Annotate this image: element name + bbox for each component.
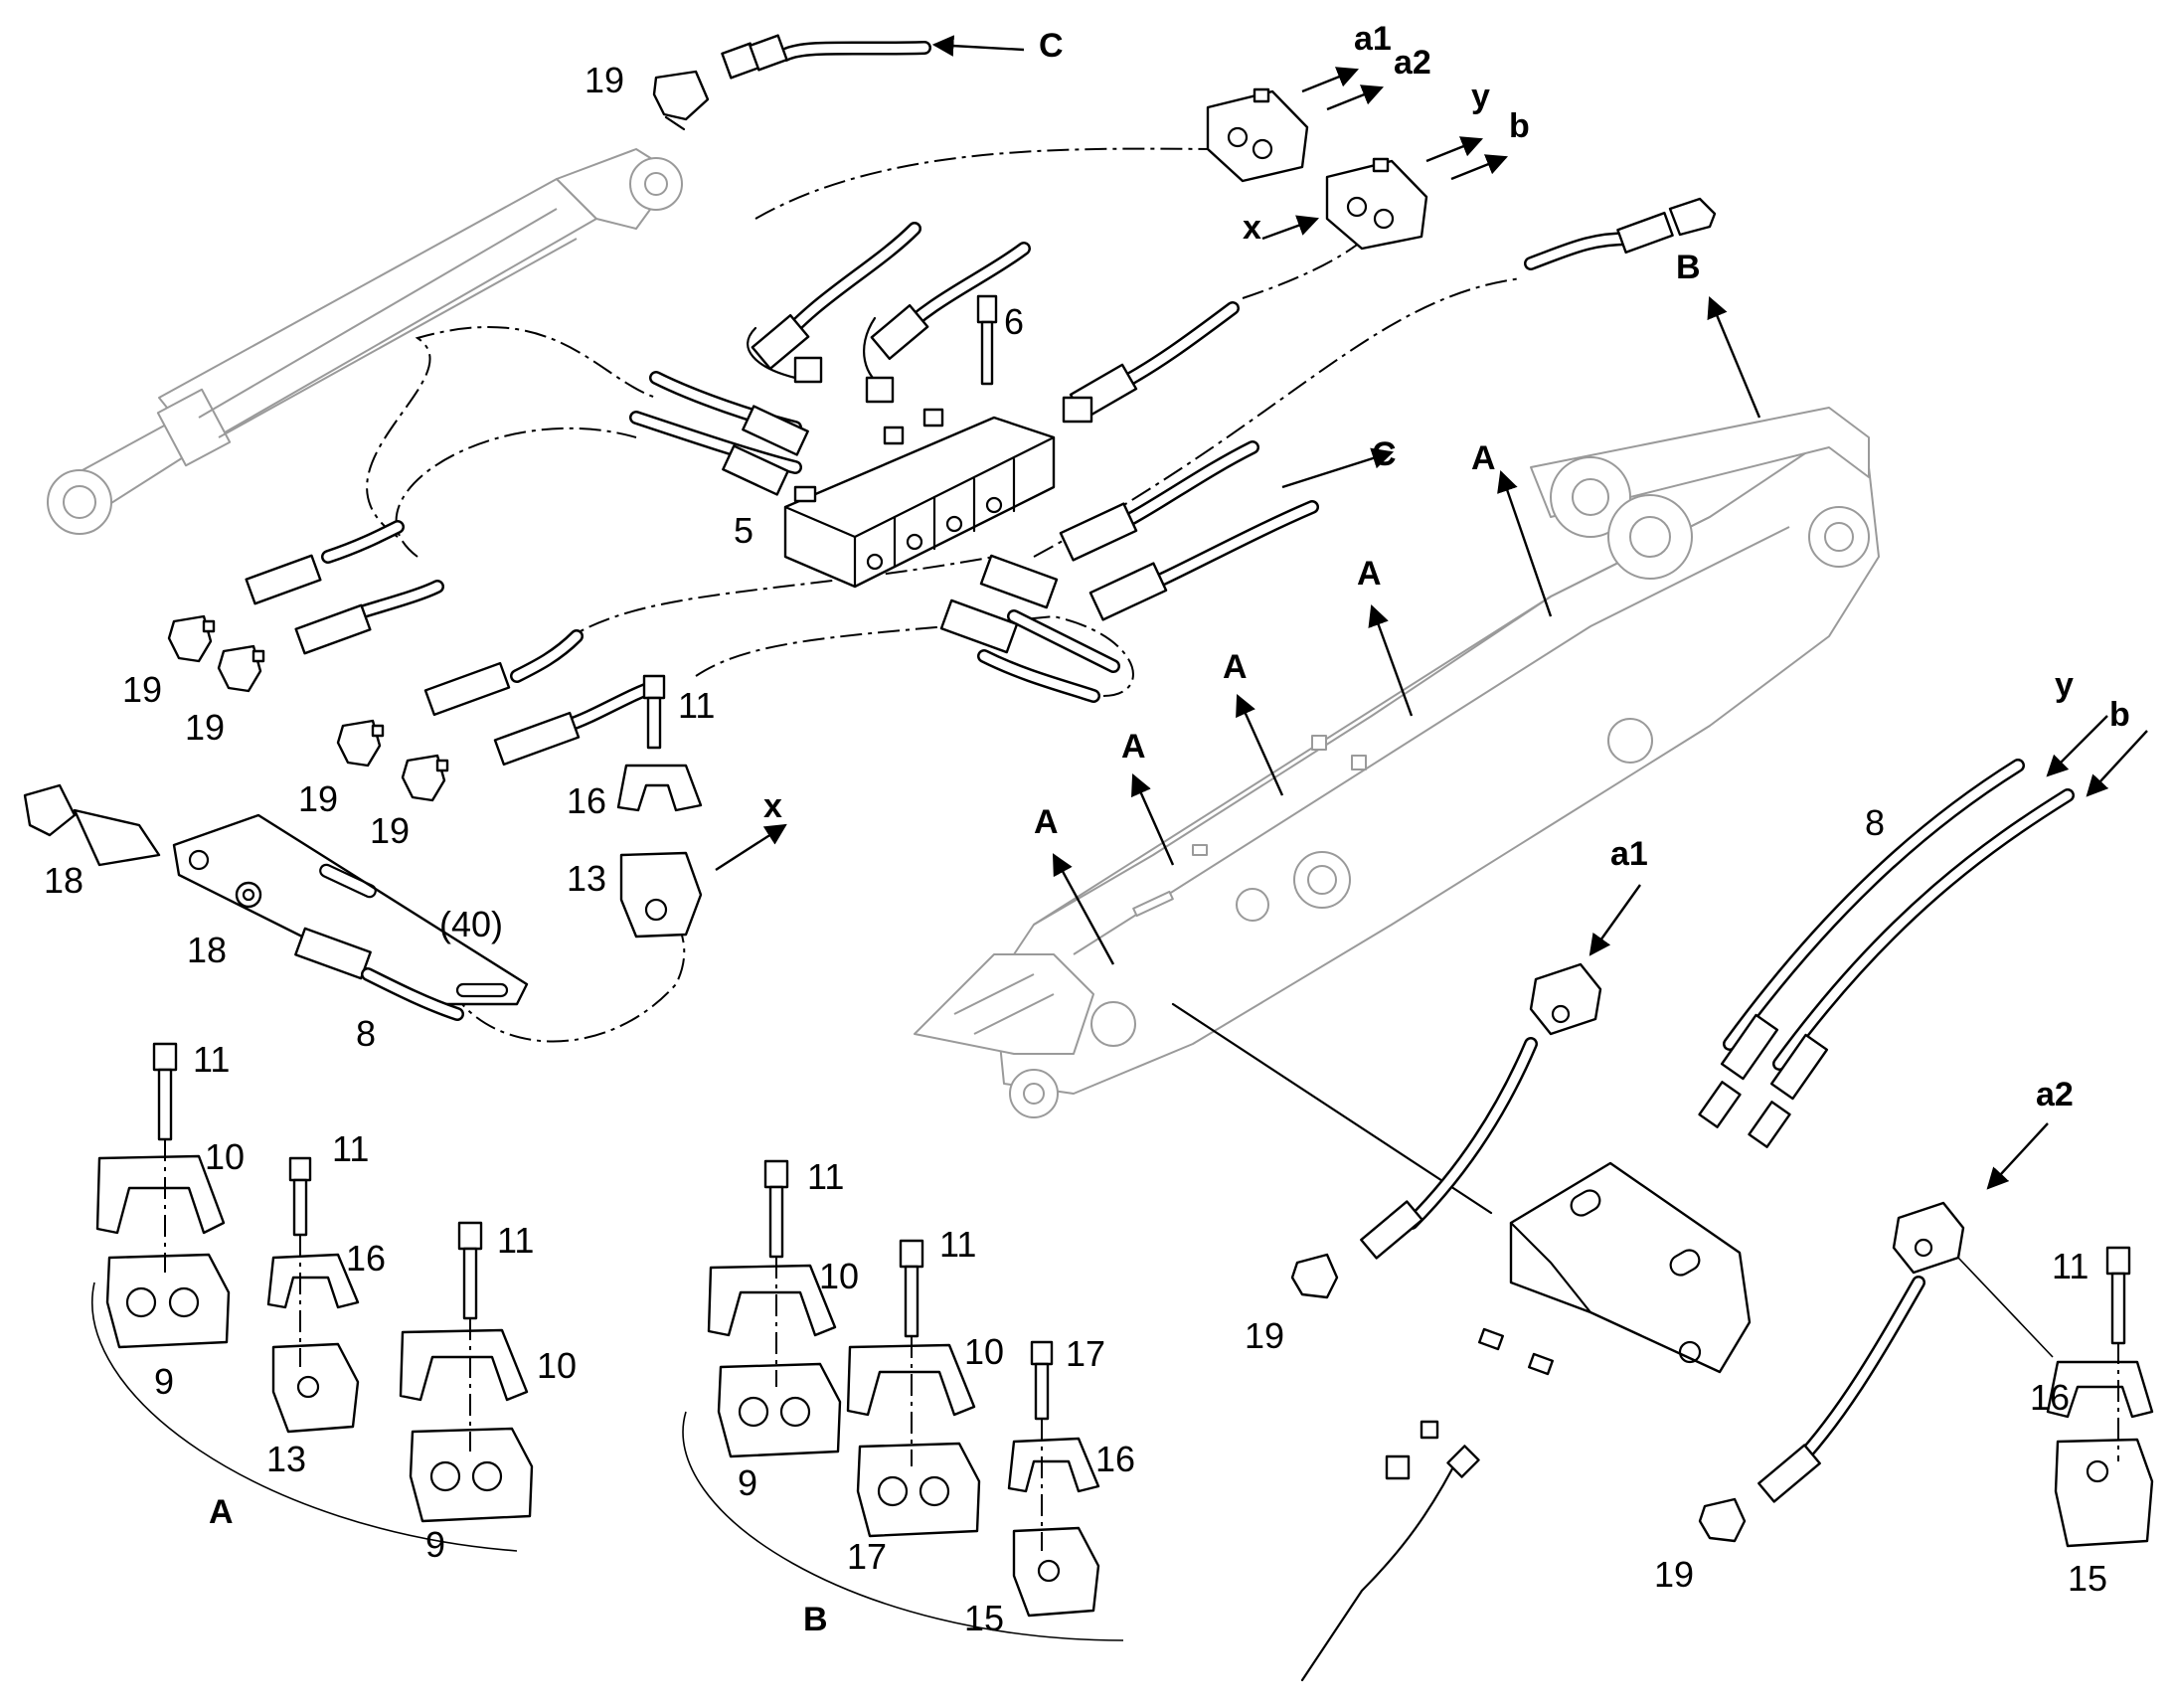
- label-y-top: y: [1471, 78, 1490, 115]
- num-19-l2: 19: [185, 707, 225, 748]
- label-x-mid: x: [763, 787, 782, 825]
- groupB-15: 15: [964, 1598, 1004, 1638]
- groupB-11a: 11: [807, 1156, 844, 1197]
- block-hoses: [245, 222, 1395, 767]
- label-y-right: y: [2055, 666, 2074, 704]
- num-11-mid: 11: [678, 685, 715, 726]
- label-group-A: A: [209, 1493, 234, 1531]
- groupB-16: 16: [1095, 1439, 1135, 1479]
- groupA-11b: 11: [332, 1128, 369, 1169]
- groupA-9b: 9: [425, 1524, 445, 1565]
- label-A-4: A: [1121, 728, 1146, 766]
- num-19-l4: 19: [370, 810, 410, 851]
- distributor-block-5: [783, 408, 1056, 589]
- right-19b: 19: [1654, 1554, 1694, 1595]
- num-19-l3: 19: [298, 778, 338, 819]
- right-16: 16: [2030, 1377, 2070, 1418]
- num-13-mid: 13: [567, 858, 606, 899]
- label-C-top: C: [1039, 27, 1064, 65]
- groupB-17b: 17: [1066, 1333, 1105, 1374]
- label-A-1: A: [1471, 439, 1496, 477]
- num-40: (40): [439, 904, 503, 944]
- num-18-a: 18: [44, 860, 84, 901]
- boom-pointers: [1052, 469, 1553, 965]
- num-18-b: 18: [187, 930, 227, 970]
- label-group-B: B: [803, 1601, 828, 1638]
- bolt-6: [976, 294, 998, 386]
- num-6: 6: [1004, 301, 1024, 342]
- right-15: 15: [2068, 1558, 2107, 1599]
- num-16-mid: 16: [567, 780, 606, 821]
- label-a2-right: a2: [2036, 1076, 2074, 1113]
- num-19-top: 19: [585, 60, 624, 100]
- label-B-top: B: [1676, 249, 1701, 286]
- groupB-11b: 11: [939, 1224, 976, 1265]
- label-b-top: b: [1509, 107, 1530, 145]
- label-A-2: A: [1357, 555, 1382, 593]
- hose-to-B: [1524, 197, 1761, 419]
- groupA-10b: 10: [537, 1345, 577, 1386]
- label-a2-top: a2: [1394, 44, 1431, 82]
- groupA-11c: 11: [497, 1220, 534, 1261]
- num-5: 5: [734, 510, 753, 551]
- groupB-17a: 17: [847, 1536, 887, 1577]
- grease-nipples-19-left: [167, 614, 449, 802]
- groupA-10a: 10: [205, 1136, 245, 1177]
- groupA-9a: 9: [154, 1361, 174, 1402]
- clamp-a1-a2: [1206, 67, 1385, 183]
- num-8-mid: 8: [356, 1013, 376, 1054]
- hose-routing-lines: [366, 147, 1522, 1215]
- groupA-11a: 11: [193, 1039, 230, 1080]
- boom-cylinder: [47, 148, 683, 535]
- label-C-mid: C: [1372, 435, 1397, 473]
- hose-to-C: [721, 34, 1025, 80]
- clamp-y-b: [1261, 136, 1509, 251]
- num-8-right: 8: [1865, 802, 1885, 843]
- label-a1-right: a1: [1610, 835, 1648, 873]
- label-A-3: A: [1223, 648, 1248, 686]
- groupA-13: 13: [266, 1439, 306, 1479]
- groupB-10a: 10: [819, 1256, 859, 1296]
- label-x-top: x: [1243, 209, 1261, 247]
- bracket-40: [23, 783, 529, 1021]
- groupA-16: 16: [346, 1238, 386, 1279]
- label-A-5: A: [1034, 803, 1059, 841]
- boom-ghost: [914, 407, 1880, 1118]
- clamp-group-B: [682, 1159, 1124, 1641]
- mid-clamp: [616, 674, 787, 939]
- right-11: 11: [2052, 1246, 2089, 1286]
- callout-labels: C a1 a2 y b x B C A A A A A x y b a1 a2 …: [44, 20, 2130, 1638]
- label-a1-top: a1: [1354, 20, 1392, 58]
- right-19a: 19: [1245, 1315, 1284, 1356]
- right-assembly: [1290, 715, 2154, 1682]
- groupB-10b: 10: [964, 1331, 1004, 1372]
- label-b-right: b: [2109, 696, 2130, 734]
- clamp-group-A: [91, 1042, 534, 1552]
- groupB-9: 9: [738, 1462, 757, 1503]
- num-19-l1: 19: [122, 669, 162, 710]
- grease-nipple-19-top: [652, 70, 710, 131]
